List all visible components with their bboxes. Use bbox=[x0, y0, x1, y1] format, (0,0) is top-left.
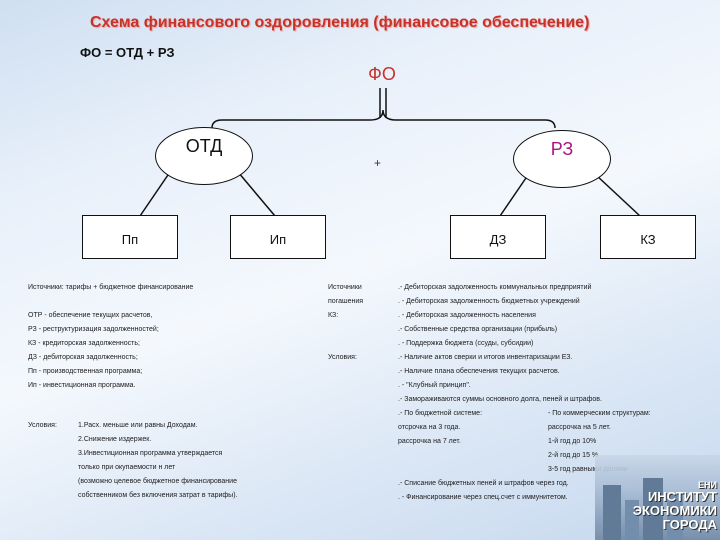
final-item: . - Финансирование через спец.счет с имм… bbox=[398, 493, 568, 502]
logo-line: ГОРОДА bbox=[663, 518, 717, 532]
node-rz: РЗ bbox=[513, 130, 611, 188]
condition-item: (возможно целевое бюджетное финансирован… bbox=[78, 477, 237, 486]
condition-item: отсрочка на 3 года. bbox=[398, 423, 460, 432]
node-dz: ДЗ bbox=[450, 215, 546, 259]
final-item: .- Списание бюджетных пеней и штрафов че… bbox=[398, 479, 569, 488]
plus-sign: + bbox=[374, 156, 381, 170]
right-sources-label: Источники bbox=[328, 283, 362, 292]
logo-line: ЭКОНОМИКИ bbox=[633, 504, 717, 518]
commercial-item: рассрочка на 5 лет. bbox=[548, 423, 611, 432]
logo-line: ИНСТИТУТ bbox=[648, 490, 717, 504]
condition-item: .- Замораживаются суммы основного долга,… bbox=[398, 395, 602, 404]
left-conditions-label: Условия: bbox=[28, 421, 57, 430]
condition-item: .- По бюджетной системе: bbox=[398, 409, 482, 418]
node-otd: ОТД bbox=[155, 127, 253, 185]
source-item: . - Дебиторская задолженность населения bbox=[398, 311, 536, 320]
condition-item: 1.Расх. меньше или равны Доходам. bbox=[78, 421, 197, 430]
node-kz: КЗ bbox=[600, 215, 696, 259]
right-conditions-label: Условия: bbox=[328, 353, 357, 362]
commercial-item: 2-й год до 15 % bbox=[548, 451, 598, 460]
legend-item: ОТР - обеспечение текущих расчетов, bbox=[28, 311, 152, 320]
commercial-item: 1-й год до 10% bbox=[548, 437, 596, 446]
commercial-item: - По коммерческим структурам: bbox=[548, 409, 651, 418]
right-sources-label: погашения bbox=[328, 297, 363, 306]
condition-item: собственником без включения затрат в тар… bbox=[78, 491, 237, 500]
source-item: .- Дебиторская задолженность коммунальны… bbox=[398, 283, 591, 292]
legend-item: ДЗ - дебиторская задолженность; bbox=[28, 353, 138, 362]
condition-item: только при окупаемости н лет bbox=[78, 463, 175, 472]
right-sources-label: КЗ: bbox=[328, 311, 338, 320]
legend-item: Ип - инвестиционная программа. bbox=[28, 381, 136, 390]
legend-item: КЗ - кредиторская задолженность; bbox=[28, 339, 140, 348]
source-item: . - Дебиторская задолженность бюджетных … bbox=[398, 297, 580, 306]
condition-item: .- Наличие плана обеспечения текущих рас… bbox=[398, 367, 560, 376]
condition-item: .- Наличие актов сверки и итогов инвента… bbox=[398, 353, 572, 362]
source-item: .- Собственные средства организации (при… bbox=[398, 325, 557, 334]
legend-item: Пп - производственная программа; bbox=[28, 367, 142, 376]
condition-item: . - "Клубный принцип". bbox=[398, 381, 471, 390]
left-sources: Источники: тарифы + бюджетное финансиров… bbox=[28, 283, 193, 292]
node-fo: ФО bbox=[352, 64, 412, 85]
legend-item: РЗ - реструктуризация задолженностей; bbox=[28, 325, 159, 334]
condition-item: рассрочка на 7 лет. bbox=[398, 437, 461, 446]
condition-item: 3.Инвестиционная программа утверждается bbox=[78, 449, 222, 458]
node-pp: Пп bbox=[82, 215, 178, 259]
condition-item: 2.Снижение издержек. bbox=[78, 435, 151, 444]
source-item: . - Поддержка бюджета (ссуды, субсидии) bbox=[398, 339, 533, 348]
node-ip: Ип bbox=[230, 215, 326, 259]
